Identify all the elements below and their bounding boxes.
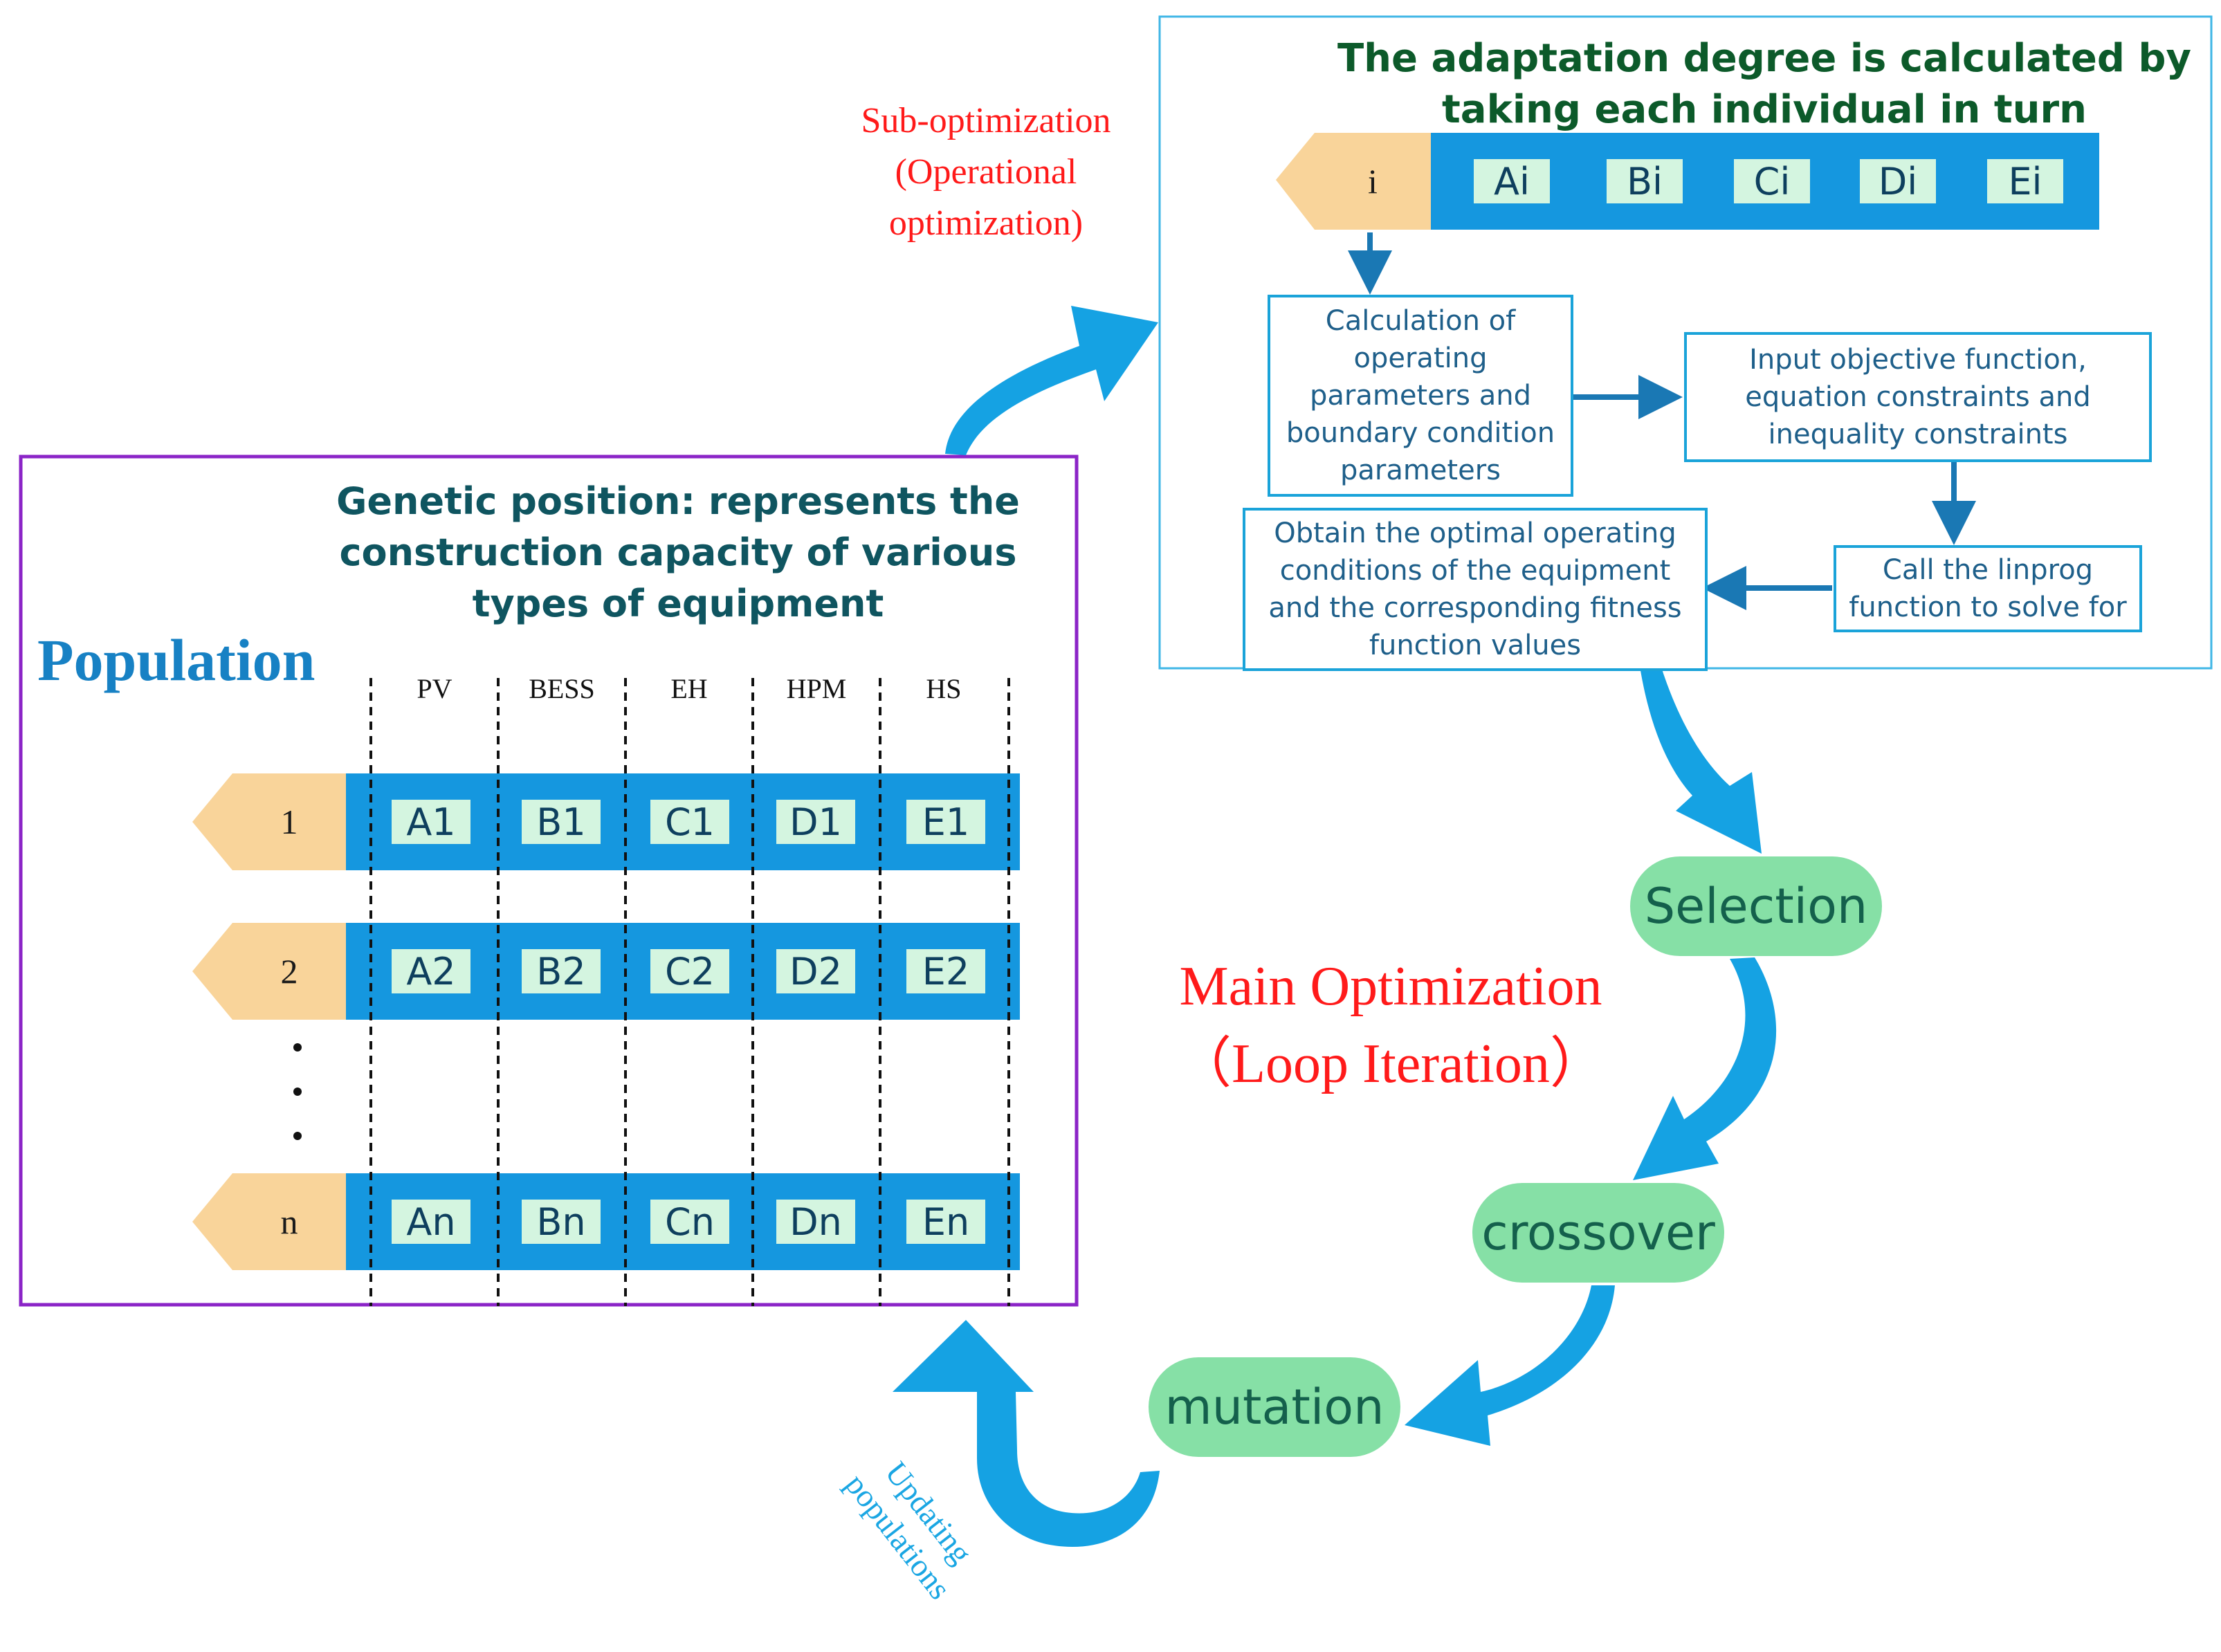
row-2-index: 2	[280, 952, 298, 991]
adaptation-title-line-2: taking each individual in turn	[1442, 87, 2087, 132]
individual-i-tag	[1276, 133, 1431, 230]
sub-optimization-line-2: (Operational	[895, 152, 1077, 192]
population-frame	[19, 455, 1079, 1307]
gene-bi: Bi	[1607, 159, 1683, 203]
gene-dn: Dn	[776, 1200, 855, 1244]
calc-line-3: parameters and	[1310, 380, 1531, 412]
column-header-hs: HS	[926, 673, 962, 704]
calc-line-4: boundary condition	[1286, 417, 1555, 449]
gene-d1: D1	[776, 800, 855, 844]
main-optimization-line-1: Main Optimization	[1179, 956, 1602, 1017]
input-line-3: inequality constraints	[1768, 419, 2068, 450]
adaptation-title-line-1: The adaptation degree is calculated by	[1337, 36, 2192, 81]
input-line-1: Input objective function,	[1749, 344, 2087, 376]
gene-b1: B1	[522, 800, 601, 844]
arrow-to-mutation	[1405, 1285, 1615, 1446]
column-header-bess: BESS	[529, 673, 595, 704]
column-header-hpm: HPM	[786, 673, 847, 704]
selection-step: Selection	[1630, 856, 1882, 956]
gene-a1: A1	[392, 800, 470, 844]
individual-i-index: i	[1368, 162, 1378, 201]
obtain-line-3: and the corresponding fitness	[1268, 592, 1682, 624]
sub-optimization-line-1: Sub-optimization	[861, 101, 1111, 140]
mutation-step: mutation	[1149, 1357, 1400, 1457]
arrow-to-sub-optimization	[945, 306, 1158, 455]
gene-c1: C1	[650, 800, 729, 844]
sub-optimization-line-3: optimization)	[888, 203, 1084, 243]
linprog-line-2: function to solve for	[1849, 591, 2127, 623]
arrow-to-selection	[1638, 656, 1762, 854]
linprog-box: Call the linprog function to solve for	[1834, 545, 2142, 632]
crossover-step: crossover	[1472, 1183, 1724, 1283]
gene-an: An	[392, 1200, 470, 1244]
gene-ei: Ei	[1987, 159, 2063, 203]
calc-parameters-box: Calculation of operating parameters and …	[1268, 295, 1573, 497]
row-n-index: n	[280, 1202, 298, 1241]
main-optimization-line-2: （Loop Iteration）	[1176, 1034, 1605, 1094]
obtain-line-1: Obtain the optimal operating	[1274, 517, 1676, 549]
genetic-line-3: types of equipment	[472, 582, 884, 625]
obtain-optimal-box: Obtain the optimal operating conditions …	[1243, 508, 1708, 671]
process-arrows	[1348, 232, 1976, 610]
arrow-to-crossover	[1633, 957, 1777, 1180]
column-separators	[369, 678, 1010, 1306]
arrow-update-population	[893, 1320, 1160, 1547]
gene-a2: A2	[392, 949, 470, 993]
input-objective-box: Input objective function, equation const…	[1684, 332, 2152, 462]
gene-bn: Bn	[522, 1200, 601, 1244]
obtain-line-2: conditions of the equipment	[1279, 555, 1671, 587]
calc-line-1: Calculation of	[1325, 305, 1516, 337]
gene-c2: C2	[650, 949, 729, 993]
linprog-line-1: Call the linprog	[1882, 554, 2094, 586]
gene-en: En	[906, 1200, 985, 1244]
gene-e1: E1	[906, 800, 985, 844]
genetic-line-1: Genetic position: represents the	[336, 479, 1020, 523]
gene-b2: B2	[522, 949, 601, 993]
column-header-eh: EH	[670, 673, 708, 704]
calc-line-5: parameters	[1340, 455, 1501, 486]
adaptation-title: The adaptation degree is calculated by t…	[1176, 33, 2221, 136]
row-1-index: 1	[280, 802, 298, 841]
gene-cn: Cn	[650, 1200, 729, 1244]
gene-di: Di	[1860, 159, 1936, 203]
genetic-position-title: Genetic position: represents the constru…	[318, 476, 1038, 630]
sub-optimization-label: Sub-optimization (Operational optimizati…	[823, 95, 1149, 249]
gene-d2: D2	[776, 949, 855, 993]
calc-line-2: operating	[1353, 342, 1488, 374]
obtain-line-4: function values	[1369, 630, 1582, 661]
ellipsis-dots	[293, 1043, 302, 1140]
population-heading: Population	[37, 627, 316, 693]
gene-ai: Ai	[1474, 159, 1550, 203]
main-optimization-label: Main Optimization （Loop Iteration）	[1121, 948, 1661, 1103]
genetic-line-2: construction capacity of various	[339, 531, 1017, 574]
column-header-pv: PV	[417, 673, 453, 704]
input-line-2: equation constraints and	[1745, 381, 2091, 413]
gene-ci: Ci	[1734, 159, 1810, 203]
gene-e2: E2	[906, 949, 985, 993]
